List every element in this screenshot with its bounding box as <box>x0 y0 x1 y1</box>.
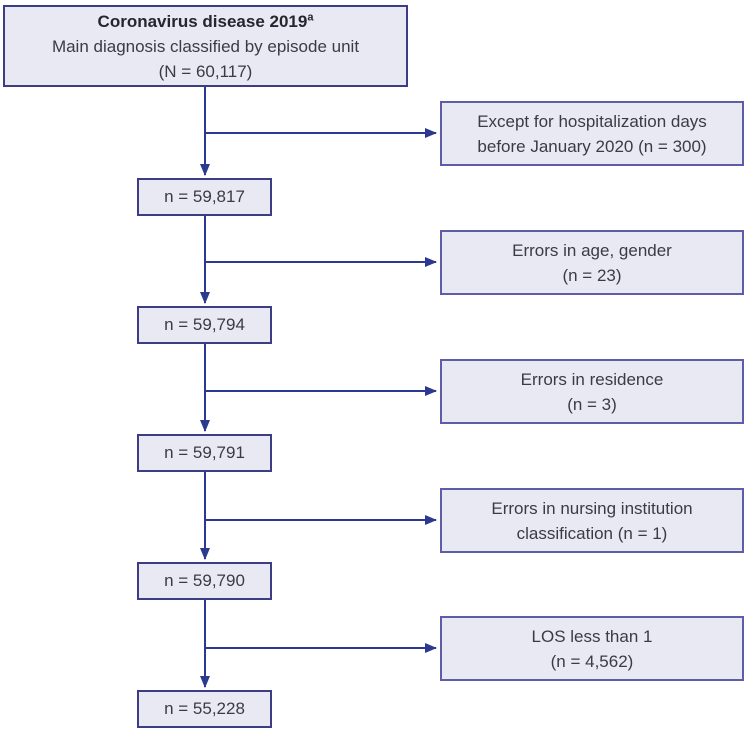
top-box-title-text: Coronavirus disease 2019 <box>97 11 308 31</box>
top-box-count: (N = 60,117) <box>158 61 253 81</box>
result-box-5-label: n = 55,228 <box>164 699 245 718</box>
exclusion-box-1-line1: Except for hospitalization days <box>477 111 707 131</box>
top-box: Coronavirus disease 2019a Main diagnosis… <box>3 5 408 87</box>
exclusion-box-1-line2: before January 2020 (n = 300) <box>477 136 707 156</box>
result-box-3: n = 59,791 <box>137 434 272 472</box>
exclusion-box-1: Except for hospitalization days before J… <box>440 101 744 166</box>
result-box-2: n = 59,794 <box>137 306 272 344</box>
exclusion-box-3-line1: Errors in residence <box>520 369 664 389</box>
exclusion-box-4: Errors in nursing institution classifica… <box>440 488 744 553</box>
top-box-title: Coronavirus disease 2019a <box>5 9 406 34</box>
exclusion-box-3-line2: (n = 3) <box>567 394 617 414</box>
top-box-title-superscript: a <box>307 10 314 23</box>
result-box-4: n = 59,790 <box>137 562 272 600</box>
exclusion-box-5: LOS less than 1 (n = 4,562) <box>440 616 744 681</box>
exclusion-box-5-line1: LOS less than 1 <box>531 626 653 646</box>
result-box-2-label: n = 59,794 <box>164 315 245 334</box>
exclusion-box-5-line2: (n = 4,562) <box>550 651 634 671</box>
exclusion-box-2-line1: Errors in age, gender <box>512 240 672 260</box>
top-box-subtitle: Main diagnosis classified by episode uni… <box>51 36 360 56</box>
result-box-3-label: n = 59,791 <box>164 443 245 462</box>
exclusion-box-2: Errors in age, gender (n = 23) <box>440 230 744 295</box>
result-box-1-label: n = 59,817 <box>164 187 245 206</box>
exclusion-box-3: Errors in residence (n = 3) <box>440 359 744 424</box>
result-box-4-label: n = 59,790 <box>164 571 245 590</box>
exclusion-box-2-line2: (n = 23) <box>562 265 622 285</box>
result-box-1: n = 59,817 <box>137 178 272 216</box>
exclusion-box-4-line1: Errors in nursing institution <box>491 498 693 518</box>
result-box-5: n = 55,228 <box>137 690 272 728</box>
exclusion-box-4-line2: classification (n = 1) <box>516 523 668 543</box>
